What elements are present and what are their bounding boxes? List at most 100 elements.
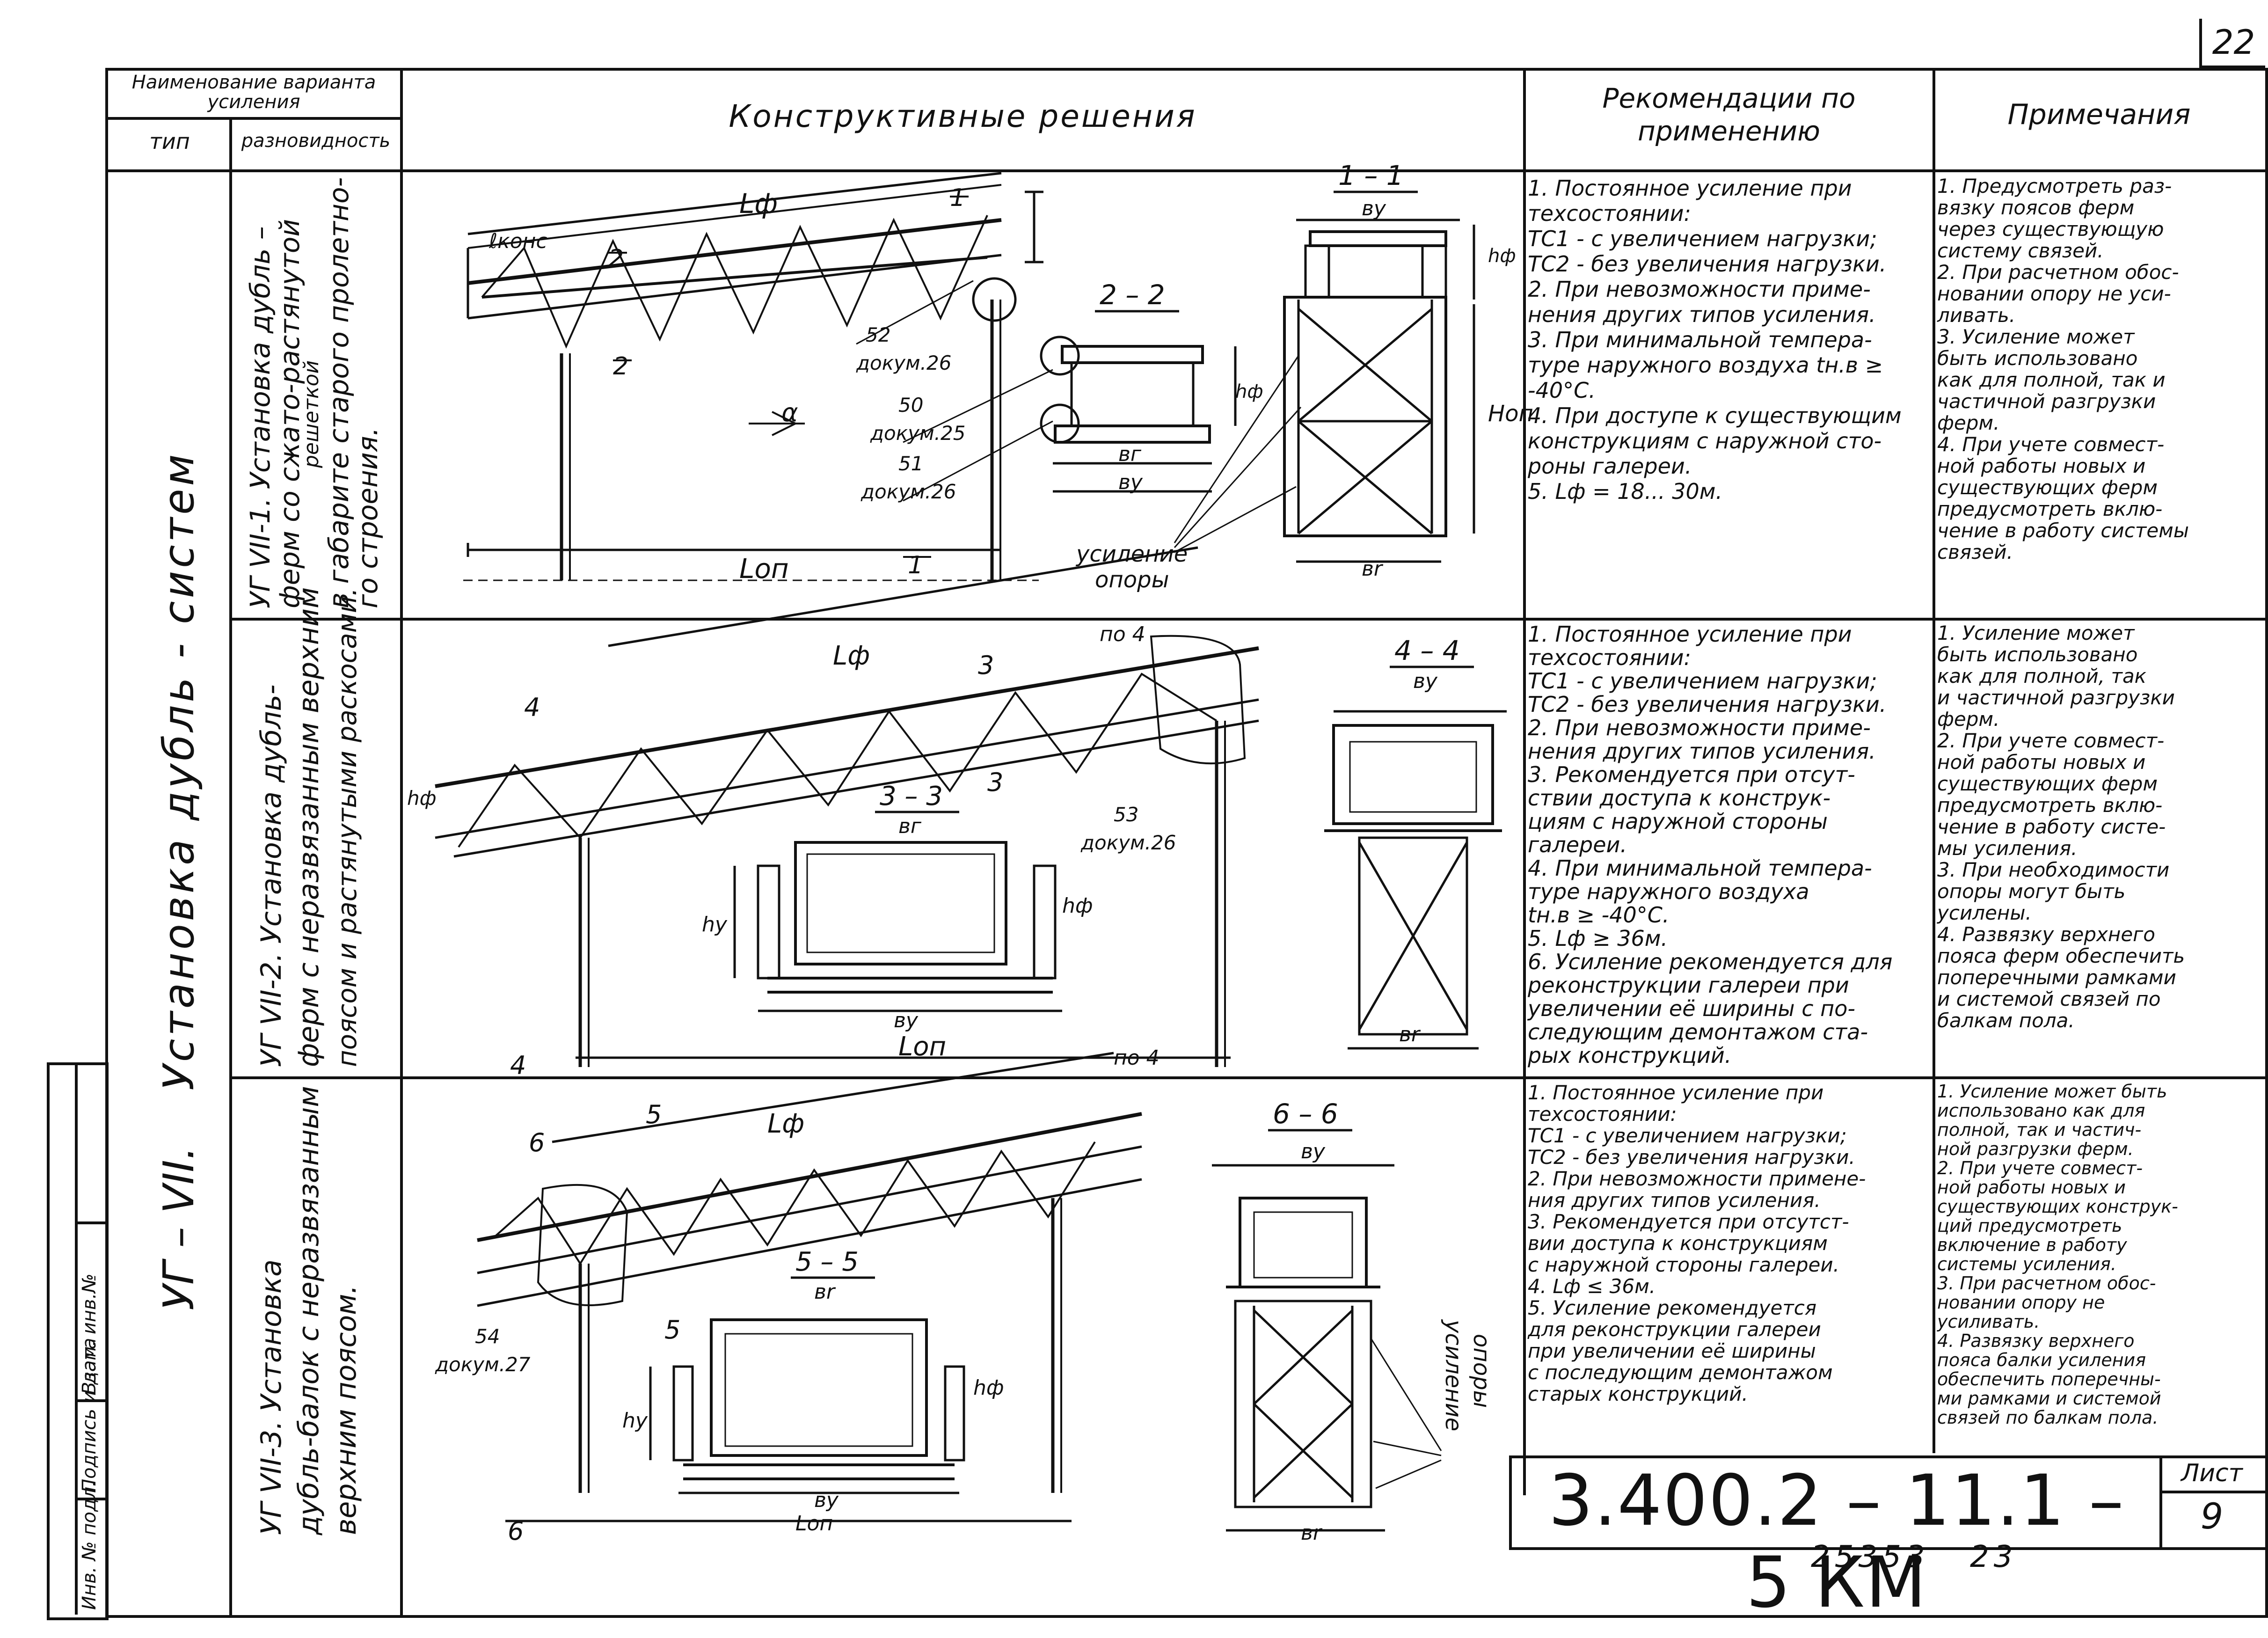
svg-text:54: 54	[475, 1325, 500, 1348]
recommendations-2: 1. Постоянное усиление при техсостоянии:…	[1528, 622, 1893, 1068]
svg-text:Lоп: Lоп	[795, 1512, 833, 1536]
sheet-number: 9	[2200, 1495, 2224, 1537]
svg-text:по 4: по 4	[1100, 622, 1145, 646]
svg-text:6 – 6: 6 – 6	[1273, 1098, 1338, 1130]
row1-section-2-2: 2 – 2 вг ву hф	[1040, 279, 1263, 494]
side-stamp-r3	[75, 1498, 106, 1500]
svg-text:вr: вr	[1362, 557, 1384, 581]
row2-section-3-3: 3 – 3 вг ву hу hф	[702, 781, 1093, 1032]
svg-text:вг: вг	[1118, 442, 1142, 466]
svg-text:hф: hф	[973, 1376, 1004, 1400]
col-type-rule	[229, 117, 232, 1615]
header-subtype: разновидность	[241, 130, 391, 152]
title-block	[1509, 1455, 2268, 1550]
row1-truss-elevation: ℓконс Lф Lоп 2 2 1 1 α 52 докум.26 50 до…	[463, 172, 1053, 585]
svg-text:hу: hу	[622, 1409, 648, 1433]
drawing-code: 3.400.2 – 11.1 – 5 КМ	[1548, 1460, 2125, 1623]
svg-text:5: 5	[646, 1100, 662, 1129]
svg-text:50: 50	[898, 394, 923, 417]
format-number: 23	[1970, 1540, 2018, 1574]
row3-section-5-5: 5 – 5 вr ву hу hф Lоп	[505, 1247, 1072, 1536]
side-stamp-r2	[75, 1399, 106, 1402]
svg-text:1: 1	[908, 551, 923, 579]
row-1-rule	[229, 618, 2265, 621]
svg-text:Lф: Lф	[767, 1109, 804, 1139]
header-mid-rule	[105, 117, 400, 120]
svg-text:докум.26: докум.26	[856, 351, 951, 374]
drawing-frame	[105, 68, 2268, 1618]
svg-text:ву: ву	[894, 1009, 919, 1032]
svg-text:докум.26: докум.26	[1080, 831, 1176, 854]
svg-text:α: α	[781, 398, 798, 427]
svg-text:по 4: по 4	[1114, 1046, 1160, 1070]
svg-text:hф: hф	[1062, 894, 1093, 918]
page-number-box: 22	[2199, 19, 2265, 68]
svg-text:вг: вг	[898, 814, 922, 838]
svg-text:ву: ву	[1301, 1140, 1326, 1163]
row2-section-4-4: 4 – 4 ву вr	[1324, 635, 1507, 1050]
row2-truss-elevation: Lф Lоп 3 3 4 4 по 4 по 4 53 докум.26 hф	[407, 546, 1259, 1080]
row3-reinforce-label-1: усиление	[1440, 1319, 1466, 1431]
inventory-number: 25353	[1811, 1540, 1930, 1574]
header-recommendations: Рекомендации по применению	[1602, 82, 1856, 147]
svg-text:ву: ву	[1118, 470, 1143, 494]
svg-text:2: 2	[613, 352, 628, 380]
svg-text:hф: hф	[1488, 245, 1516, 267]
row1-section-1-1: 1 – 1 ву вr Нoп hф усиление опоры	[1075, 160, 1533, 593]
svg-text:1: 1	[950, 184, 965, 212]
header-type: тип	[149, 129, 190, 154]
row3-reinforce-label-2: опоры	[1468, 1334, 1495, 1408]
header-notes: Примечания	[2007, 98, 2191, 131]
row1-reinforce-label-2: опоры	[1095, 567, 1169, 593]
svg-text:hф: hф	[1235, 381, 1263, 402]
header-variant-name: Наименование варианта усиления	[131, 72, 376, 113]
svg-text:Lф: Lф	[833, 641, 870, 671]
svg-text:4 – 4: 4 – 4	[1394, 635, 1460, 666]
col-rec-rule	[1523, 68, 1526, 1495]
svg-text:вr: вr	[1301, 1521, 1323, 1545]
svg-text:6: 6	[529, 1128, 545, 1157]
notes-1: 1. Предусмотреть раз- вязку поясов ферм …	[1937, 175, 2189, 563]
svg-text:Нoп: Нoп	[1488, 401, 1533, 427]
svg-text:докум.26: докум.26	[861, 480, 956, 503]
side-stamp-col	[75, 1062, 78, 1615]
svg-text:53: 53	[1114, 803, 1138, 826]
row1-l-kons: ℓконс	[489, 229, 547, 253]
svg-text:51: 51	[898, 452, 923, 475]
svg-text:4: 4	[510, 1051, 526, 1080]
page-number: 22	[2212, 22, 2255, 62]
svg-text:ву: ву	[1362, 197, 1386, 220]
svg-text:2 – 2: 2 – 2	[1100, 279, 1165, 311]
row3-beam-elevation: Lф 5 5 6 6 54 докум.27	[435, 1052, 1142, 1546]
svg-text:4: 4	[524, 693, 540, 722]
svg-text:докум.25: докум.25	[870, 422, 965, 445]
col-notes-rule	[1933, 68, 1935, 1453]
svg-text:ву: ву	[1413, 669, 1438, 693]
svg-text:вr: вr	[814, 1280, 836, 1304]
svg-text:hу: hу	[702, 913, 728, 936]
svg-text:2: 2	[608, 245, 624, 273]
notes-3: 1. Усиление может быть использовано как …	[1937, 1081, 2178, 1428]
title-block-sheet-rule	[2159, 1491, 2265, 1493]
svg-text:Lоп: Lоп	[898, 1031, 946, 1062]
svg-text:3: 3	[978, 651, 994, 680]
title-block-split	[2159, 1455, 2162, 1547]
side-stamp-r1	[75, 1221, 106, 1224]
svg-text:1 – 1: 1 – 1	[1338, 160, 1404, 191]
sheet-label: Лист	[2181, 1459, 2243, 1487]
header-solutions: Конструктивные решения	[729, 98, 1197, 134]
header-bottom-rule	[105, 169, 2265, 172]
svg-text:hф: hф	[407, 787, 437, 810]
col-subtype-rule	[400, 68, 403, 1615]
svg-text:вr: вr	[1399, 1023, 1421, 1046]
side-stamp	[47, 1062, 109, 1620]
row-2-rule	[229, 1076, 2265, 1079]
svg-text:5 – 5: 5 – 5	[795, 1247, 859, 1277]
svg-text:докум.27: докум.27	[435, 1353, 531, 1376]
recommendations-3: 1. Постоянное усиление при техсостоянии:…	[1528, 1081, 1866, 1405]
row1-reinforce-label-1: усиление	[1075, 541, 1188, 567]
svg-text:ву: ву	[814, 1488, 839, 1512]
recommendations-1: 1. Постоянное усиление при техсостоянии:…	[1528, 176, 1902, 504]
svg-text:3 – 3: 3 – 3	[880, 781, 943, 812]
